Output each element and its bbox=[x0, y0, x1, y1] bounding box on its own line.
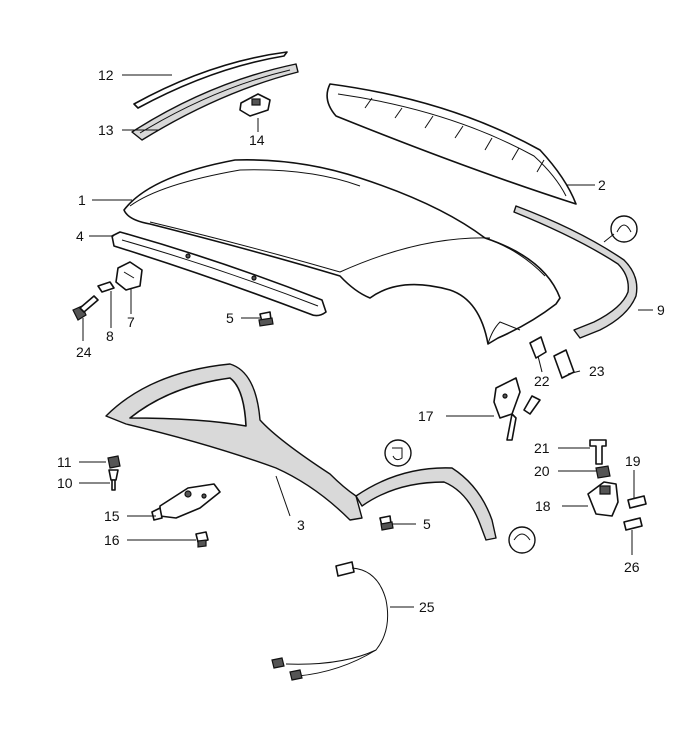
rear-window-2 bbox=[326, 83, 577, 205]
callout-22: 22 bbox=[534, 373, 550, 389]
detail-ring-j bbox=[384, 439, 412, 467]
roof-seal-13 bbox=[131, 63, 299, 141]
callouts: 12 13 14 1 2 4 7 8 5 9 24 22 23 17 11 10… bbox=[57, 67, 665, 615]
callout-23: 23 bbox=[589, 363, 605, 379]
leader-lines bbox=[79, 74, 653, 608]
callout-8: 8 bbox=[106, 328, 114, 344]
front-bow-4 bbox=[111, 231, 327, 317]
callout-12: 12 bbox=[98, 67, 114, 83]
screw-5-lower bbox=[379, 515, 394, 531]
callout-5-lower: 5 bbox=[423, 516, 431, 532]
callout-16: 16 bbox=[104, 532, 120, 548]
side-seal-9 bbox=[513, 205, 638, 339]
roof-strip-12 bbox=[133, 51, 288, 109]
callout-1: 1 bbox=[78, 192, 86, 208]
callout-5-upper: 5 bbox=[226, 310, 234, 326]
bushing-20 bbox=[595, 465, 611, 479]
callout-24: 24 bbox=[76, 344, 92, 360]
screw-10 bbox=[108, 469, 119, 491]
callout-15: 15 bbox=[104, 508, 120, 524]
frame-3 bbox=[105, 363, 497, 541]
pin-21 bbox=[589, 439, 607, 465]
callout-7: 7 bbox=[127, 314, 135, 330]
latch-17 bbox=[493, 377, 541, 441]
callout-2: 2 bbox=[598, 177, 606, 193]
nut-11 bbox=[107, 455, 121, 469]
callout-19: 19 bbox=[625, 453, 641, 469]
pad-8 bbox=[97, 281, 115, 293]
callout-10: 10 bbox=[57, 475, 73, 491]
screw-5-upper bbox=[258, 311, 274, 327]
callout-26: 26 bbox=[624, 559, 640, 575]
callout-14: 14 bbox=[249, 132, 265, 148]
screw-16 bbox=[195, 531, 209, 548]
cover-23 bbox=[553, 349, 575, 379]
callout-3: 3 bbox=[297, 517, 305, 533]
callout-11: 11 bbox=[57, 454, 72, 470]
callout-13: 13 bbox=[98, 122, 114, 138]
callout-17: 17 bbox=[418, 408, 434, 424]
screw-19 bbox=[627, 495, 647, 509]
detail-ring-arrow bbox=[508, 526, 536, 554]
bracket-7 bbox=[115, 261, 143, 291]
callout-20: 20 bbox=[534, 463, 550, 479]
bolt-24 bbox=[72, 295, 99, 321]
callout-4: 4 bbox=[76, 228, 84, 244]
callout-9: 9 bbox=[657, 302, 665, 318]
callout-21: 21 bbox=[534, 440, 550, 456]
hinge-15 bbox=[151, 483, 221, 521]
detail-ring-9 bbox=[610, 215, 638, 243]
cable-25 bbox=[271, 561, 389, 681]
top-cover-1 bbox=[123, 159, 561, 345]
clip-22 bbox=[529, 336, 547, 359]
callout-18: 18 bbox=[535, 498, 551, 514]
callout-25: 25 bbox=[419, 599, 435, 615]
screw-26 bbox=[623, 517, 643, 531]
bracket-18 bbox=[587, 481, 619, 517]
clip-14 bbox=[239, 93, 271, 117]
